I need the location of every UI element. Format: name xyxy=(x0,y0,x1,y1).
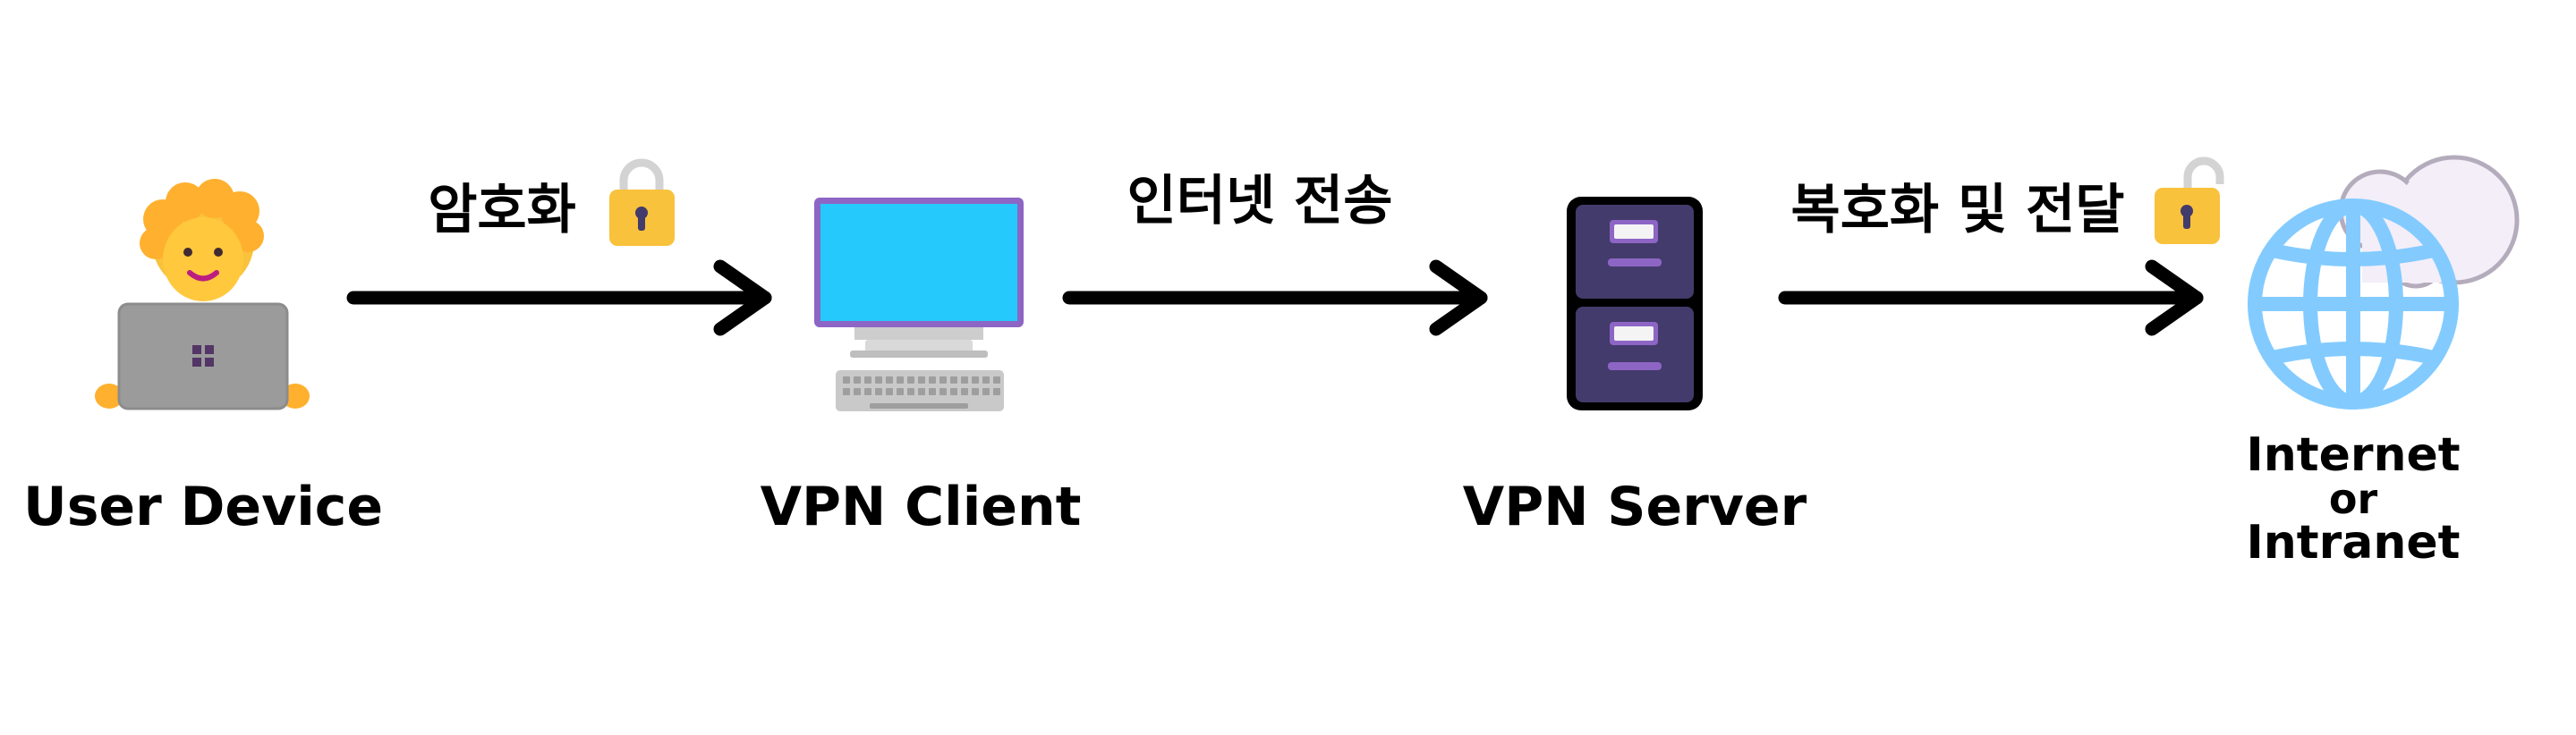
node-label-internet-line2: or xyxy=(2328,475,2378,523)
node-label-internet: Internet or Intranet xyxy=(2246,432,2460,566)
keyboard-key xyxy=(886,388,893,395)
arrow-encrypt xyxy=(346,259,772,336)
keyboard-key xyxy=(993,376,1000,384)
locked-padlock-icon xyxy=(609,158,675,246)
keyboard-key xyxy=(843,376,850,384)
step-label-internet-transmit: 인터넷 전송 xyxy=(1126,170,1393,232)
keyboard-key xyxy=(929,388,936,395)
keyboard-key xyxy=(982,388,990,395)
keyboard-key xyxy=(918,388,925,395)
keyboard-key xyxy=(864,388,871,395)
keyboard-key xyxy=(972,388,979,395)
keyboard-key xyxy=(950,376,957,384)
keyboard-key xyxy=(854,376,861,384)
node-label-vpn-server: VPN Server xyxy=(1462,476,1807,538)
file-cabinet-server-icon xyxy=(1567,197,1703,410)
desktop-computer-icon xyxy=(814,198,1024,411)
step-label-decrypt-forward: 복호화 및 전달 xyxy=(1790,179,2125,241)
step-label-encrypt: 암호화 xyxy=(428,179,576,241)
keyboard-key xyxy=(939,388,947,395)
keyboard-key xyxy=(918,376,925,384)
keyboard-key xyxy=(982,376,990,384)
keyboard-key xyxy=(993,388,1000,395)
keyboard-key xyxy=(864,376,871,384)
node-label-user-device: User Device xyxy=(22,476,384,538)
keyboard-key xyxy=(929,376,936,384)
keyboard-key xyxy=(961,388,968,395)
unlocked-padlock-icon xyxy=(2155,156,2224,244)
keyboard-key xyxy=(939,376,947,384)
keyboard-key xyxy=(843,388,850,395)
arrow-transmit xyxy=(1062,259,1488,336)
node-label-internet-line1: Internet xyxy=(2246,428,2461,482)
keyboard-key xyxy=(907,376,914,384)
keyboard-key xyxy=(972,376,979,384)
person-with-laptop-icon xyxy=(95,179,310,410)
node-label-vpn-client: VPN Client xyxy=(760,476,1082,538)
node-label-internet-line3: Intranet xyxy=(2246,516,2461,570)
keyboard-key xyxy=(950,388,957,395)
keyboard-key xyxy=(961,376,968,384)
keyboard-key xyxy=(886,376,893,384)
keyboard-key xyxy=(907,388,914,395)
keyboard-key xyxy=(897,388,904,395)
keyboard-key xyxy=(875,388,882,395)
keyboard-key xyxy=(875,376,882,384)
arrow-decrypt-forward xyxy=(1778,259,2204,336)
keyboard-key xyxy=(897,376,904,384)
keyboard-key xyxy=(854,388,861,395)
globe-with-cloud-icon xyxy=(2248,155,2520,410)
